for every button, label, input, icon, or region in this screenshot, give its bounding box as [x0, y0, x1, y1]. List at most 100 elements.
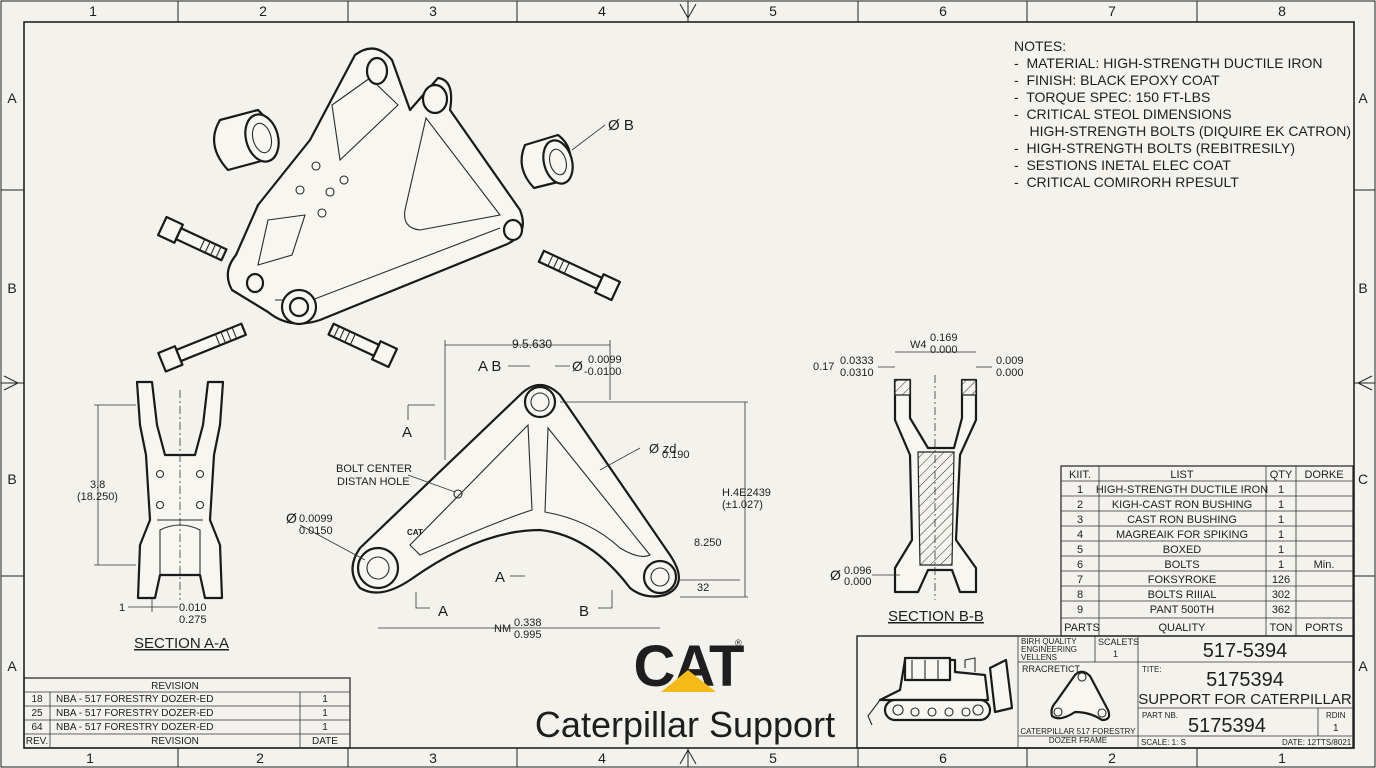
main-bottom-dim-1: 0.338 — [514, 617, 542, 629]
title-number: 5175394 — [1206, 669, 1284, 691]
bb-phi-bottom: Ø — [830, 567, 841, 583]
parts-cell: BOLTS — [1164, 559, 1199, 571]
dozer-illustration — [867, 656, 1014, 726]
zone-col-6: 6 — [939, 3, 947, 19]
zone-bottom-9: 1 — [1278, 750, 1286, 766]
parts-cell: 126 — [1272, 574, 1290, 586]
zone-col-3: 3 — [429, 3, 437, 19]
revision-footer: REV. — [26, 736, 48, 747]
rev-value: 1 — [1333, 723, 1339, 734]
main-phi-left-v2: 0.0150 — [299, 525, 333, 537]
parts-cell: 8 — [1077, 589, 1083, 601]
main-phi-right-v: 0.190 — [662, 449, 690, 461]
note-line: - CRITICAL STEOL DIMENSIONS — [1014, 106, 1232, 122]
part-no-label: PART NB. — [1142, 711, 1178, 720]
revision-cell: 18 — [31, 694, 43, 705]
parts-cell: 302 — [1272, 589, 1290, 601]
zone-row-right-3: C — [1358, 471, 1368, 487]
section-b-arrow: B — [579, 603, 589, 620]
scale-label: SCALETS — [1098, 637, 1139, 647]
zone-row-right-4: A — [1358, 658, 1368, 674]
pivot-hole — [502, 218, 524, 242]
main-top-dim: 9.5.630 — [512, 337, 552, 351]
parts-cell: FOKSYROKE — [1148, 574, 1216, 586]
parts-cell: 1 — [1077, 484, 1083, 496]
note-line: - SESTIONS INETAL ELEC COAT — [1014, 157, 1231, 173]
parts-footer: PARTS — [1064, 622, 1100, 634]
revision-cell: 1 — [322, 708, 328, 719]
title-block: BIRH QUALITY ENGINEERING VELLENS SCALETS… — [856, 635, 1354, 749]
parts-cell: HIGH-STRENGTH DUCTILE IRON — [1096, 484, 1268, 496]
revision-cell: NBA - 517 FORESTRY DOZER-ED — [56, 694, 213, 705]
zone-row-left-4: A — [7, 658, 17, 674]
zone-bottom-3: 3 — [429, 750, 437, 766]
main-phi-top: Ø — [572, 358, 583, 374]
zone-col-5: 5 — [769, 3, 777, 19]
parts-header: QTY — [1270, 469, 1293, 481]
section-aa-height: 3.8 — [90, 479, 105, 491]
section-aa-height-alt: (18.250) — [77, 491, 118, 503]
notes-block: NOTES: - MATERIAL: HIGH-STRENGTH DUCTILE… — [1014, 38, 1351, 190]
note-line: - TORQUE SPEC: 150 FT-LBS — [1014, 89, 1210, 105]
main-right-dim-1: 8.250 — [694, 537, 722, 549]
parts-cell: CAST RON BUSHING — [1127, 514, 1237, 526]
zone-row-right-2: B — [1358, 280, 1367, 296]
title-caption-1: CATERPILLAR 517 FORESTRY — [1020, 727, 1136, 736]
main-bottom-dim-2: 0.995 — [514, 629, 542, 641]
center-mark-right — [1354, 375, 1375, 391]
parts-cell: 2 — [1077, 499, 1083, 511]
parts-cell: BOXED — [1163, 544, 1202, 556]
section-bb-title: SECTION B-B — [888, 608, 984, 625]
section-aa-bottom-dim-alt: 0.275 — [179, 614, 207, 626]
note-line: - CRITICAL COMIRORH RPESULT — [1014, 174, 1239, 190]
bb-w-v1: 0.169 — [930, 332, 958, 344]
parts-cell: MAGREAIK FOR SPIKING — [1116, 529, 1248, 541]
parts-cell: 4 — [1077, 529, 1083, 541]
parts-footer: PORTS — [1305, 622, 1343, 634]
exploded-view: Ø B — [156, 47, 634, 373]
parts-cell: 362 — [1272, 604, 1290, 616]
parts-cell: KIGH-CAST RON BUSHING — [1112, 499, 1252, 511]
section-aa-view: 3.8 (18.250) 1 0.010 0.275 SECTION A-A — [77, 380, 229, 652]
registered-mark: ® — [735, 638, 742, 648]
center-mark-left — [1, 375, 24, 391]
part-no-value: 5175394 — [1188, 715, 1266, 737]
pivot-hole — [245, 272, 265, 294]
pivot-hole — [365, 56, 389, 86]
zone-row-left-1: A — [7, 90, 17, 106]
revision-cell: 25 — [31, 708, 43, 719]
revision-cell: 1 — [322, 722, 328, 733]
zone-row-right-1: A — [1358, 90, 1368, 106]
parts-cell: 1 — [1278, 514, 1284, 526]
notes-header: NOTES: — [1014, 38, 1066, 54]
parts-cell: 1 — [1278, 484, 1284, 496]
zone-col-4: 4 — [598, 3, 606, 19]
quality-label-3: VELLENS — [1021, 653, 1057, 662]
main-height-dim-alt: (±1.027) — [722, 499, 763, 511]
revision-footer: DATE — [312, 736, 338, 747]
revision-title: REVISION — [151, 681, 199, 692]
main-height-dim: H.4E2439 — [722, 487, 771, 499]
note-line: - MATERIAL: HIGH-STRENGTH DUCTILE IRON — [1014, 55, 1323, 71]
parts-cell: BOLTS RIIIAL — [1148, 589, 1217, 601]
note-line: - FINISH: BLACK EPOXY COAT — [1014, 72, 1220, 88]
section-aa-bottom-dim: 0.010 — [179, 602, 207, 614]
note-line: - HIGH-STRENGTH BOLTS (REBITRESILY) — [1014, 140, 1295, 156]
quality-label-2: ENGINEERING — [1021, 645, 1077, 654]
parts-header: KIIT. — [1069, 469, 1091, 481]
center-mark-bottom — [679, 748, 697, 767]
zone-bottom-1: 1 — [86, 750, 94, 766]
main-ab-label: A B — [478, 358, 501, 375]
revision-cell: 64 — [31, 722, 43, 733]
revision-cell: 1 — [322, 694, 328, 705]
parts-cell: 1 — [1278, 544, 1284, 556]
section-bb-view: W4 0.169 0.000 0.17 0.0333 0.0310 0.009 … — [813, 332, 1024, 625]
parts-cell: 1 — [1278, 529, 1284, 541]
bb-left-v1: 0.0333 — [840, 355, 874, 367]
zone-row-left-3: B — [7, 471, 16, 487]
zone-bottom-6: 6 — [939, 750, 947, 766]
bb-w-label: W4 — [910, 339, 927, 351]
zone-col-7: 7 — [1108, 3, 1116, 19]
cast-mark: CAT — [407, 528, 423, 537]
